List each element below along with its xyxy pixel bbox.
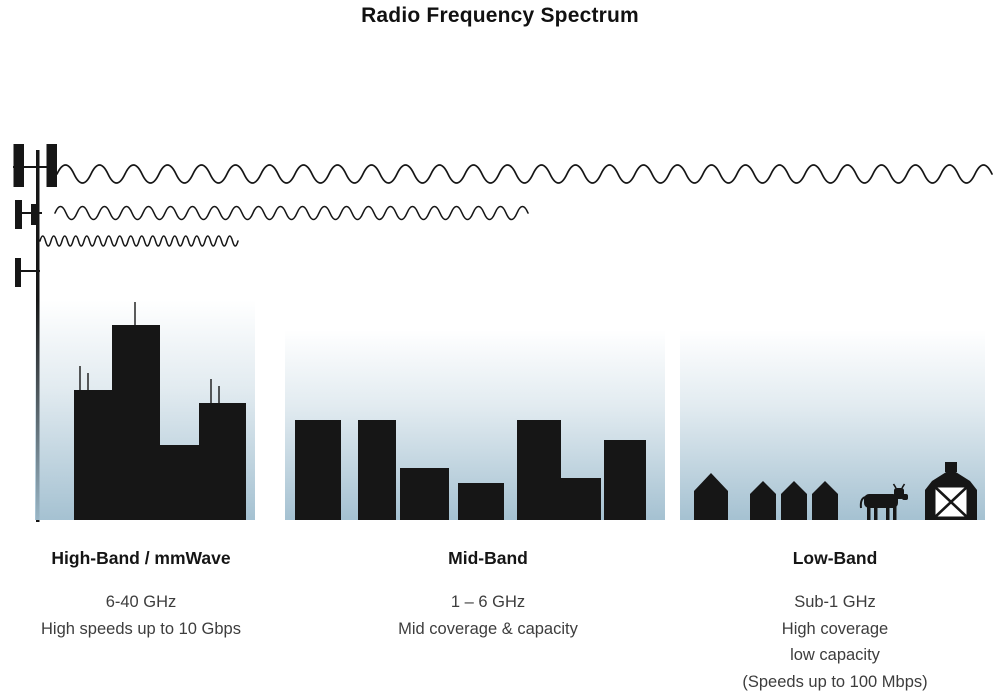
mid-band-label: Mid-Band <box>448 548 528 568</box>
high-band-wave <box>39 235 239 247</box>
diagram-title: Radio Frequency Spectrum <box>361 4 639 27</box>
cow-icon <box>859 483 908 520</box>
high-band-frequency: 6-40 GHz <box>105 593 177 611</box>
barn-icon <box>925 462 977 520</box>
high-band-label: High-Band / mmWave <box>51 548 231 568</box>
mid-band-scene <box>285 330 665 520</box>
mid-band-frequency: 1 – 6 GHz <box>450 593 526 611</box>
high-band-caption: High-Band / mmWave 6-40 GHz High speeds … <box>20 548 262 642</box>
low-band-wave <box>56 164 993 184</box>
low-band-description-1: High coverage <box>781 619 889 638</box>
high-band-scene <box>35 300 255 520</box>
city-skyline-icon <box>74 302 246 520</box>
low-band-description-2: low capacity <box>790 646 880 664</box>
mid-band-caption: Mid-Band 1 – 6 GHz Mid coverage & capaci… <box>343 548 633 642</box>
rooftop-antennas <box>79 302 220 403</box>
low-band-description-3: (Speeds up to 100 Mbps) <box>742 672 928 691</box>
low-band-frequency: Sub-1 GHz <box>794 593 876 611</box>
low-band-label: Low-Band <box>792 548 878 568</box>
mid-band-wave <box>54 205 529 221</box>
high-band-description: High speeds up to 10 Gbps <box>41 619 241 638</box>
midrise-buildings-icon <box>295 420 646 520</box>
low-band-caption: Low-Band Sub-1 GHz High coverage low cap… <box>685 548 985 695</box>
mid-band-description: Mid coverage & capacity <box>398 619 578 638</box>
rural-houses-icon <box>694 462 977 520</box>
low-band-scene <box>680 330 985 520</box>
